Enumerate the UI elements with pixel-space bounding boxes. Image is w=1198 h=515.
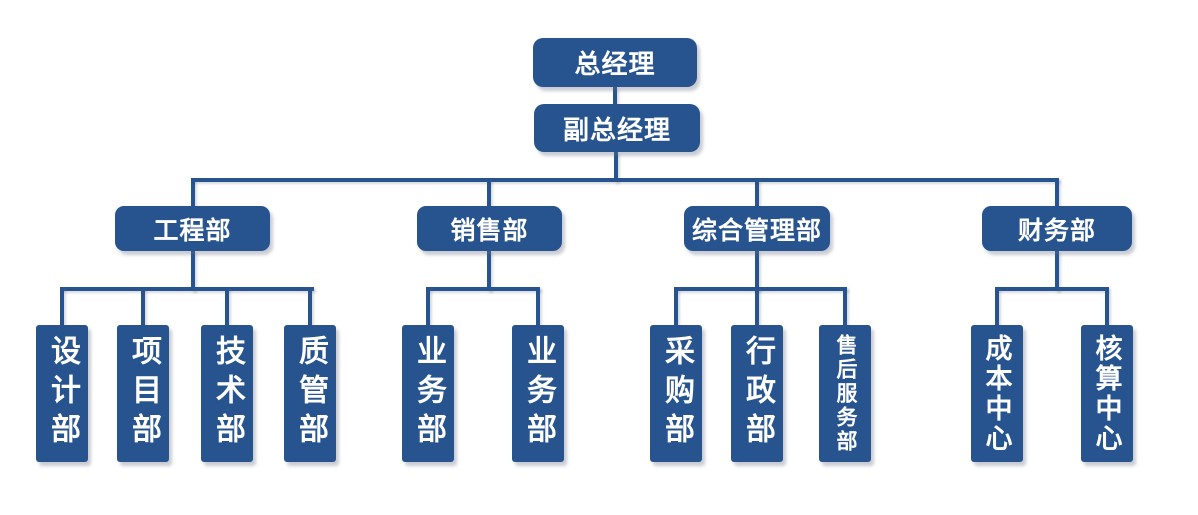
node-admin-dept: 行政部 — [731, 325, 783, 462]
node-sales-dept: 销售部 — [417, 206, 562, 251]
node-technology-dept: 技术部 — [201, 325, 253, 462]
connector-engineering-horizontal — [60, 287, 314, 291]
connector-stub-business-1 — [426, 287, 430, 325]
connector-stub-cost-center — [995, 287, 999, 325]
connector-stub-finance — [1055, 178, 1059, 206]
node-business-dept-2: 业务部 — [512, 325, 564, 462]
connector-stub-admin — [755, 287, 759, 325]
connector-stub-procurement — [674, 287, 678, 325]
connector-stub-general-mgmt — [755, 178, 759, 206]
node-general-manager: 总经理 — [533, 38, 697, 87]
connector-finance-drop — [1055, 251, 1059, 291]
node-accounting-center: 核算中心 — [1081, 325, 1133, 462]
connector-root-to-deputy — [613, 87, 617, 105]
node-procurement-dept: 采购部 — [650, 325, 702, 462]
node-design-dept: 设计部 — [36, 325, 88, 462]
connector-stub-project — [141, 287, 145, 325]
connector-stub-accounting-center — [1105, 287, 1109, 325]
connector-stub-engineering — [191, 178, 195, 206]
connector-trunk-horizontal — [191, 178, 1059, 182]
connector-general-mgmt-horizontal — [674, 287, 847, 291]
node-engineering-dept: 工程部 — [115, 206, 270, 251]
connector-sales-horizontal — [426, 287, 540, 291]
connector-stub-design — [60, 287, 64, 325]
connector-engineering-drop — [191, 251, 195, 291]
node-finance-dept: 财务部 — [982, 206, 1132, 251]
connector-sales-drop — [487, 251, 491, 291]
connector-stub-quality — [308, 287, 312, 325]
connector-stub-sales — [487, 178, 491, 206]
node-business-dept-1: 业务部 — [402, 325, 454, 462]
node-quality-dept: 质管部 — [284, 325, 336, 462]
connector-stub-technology — [225, 287, 229, 325]
node-deputy-general-manager: 副总经理 — [534, 104, 700, 152]
connector-stub-business-2 — [536, 287, 540, 325]
node-general-management-dept: 综合管理部 — [684, 206, 830, 251]
connector-finance-horizontal — [995, 287, 1107, 291]
node-cost-center: 成本中心 — [971, 325, 1023, 462]
node-after-sales-service-dept: 售后服务部 — [819, 325, 871, 462]
connector-general-mgmt-drop — [755, 251, 759, 291]
connector-stub-after-sales — [843, 287, 847, 325]
connector-deputy-drop — [614, 152, 618, 182]
node-project-dept: 项目部 — [117, 325, 169, 462]
